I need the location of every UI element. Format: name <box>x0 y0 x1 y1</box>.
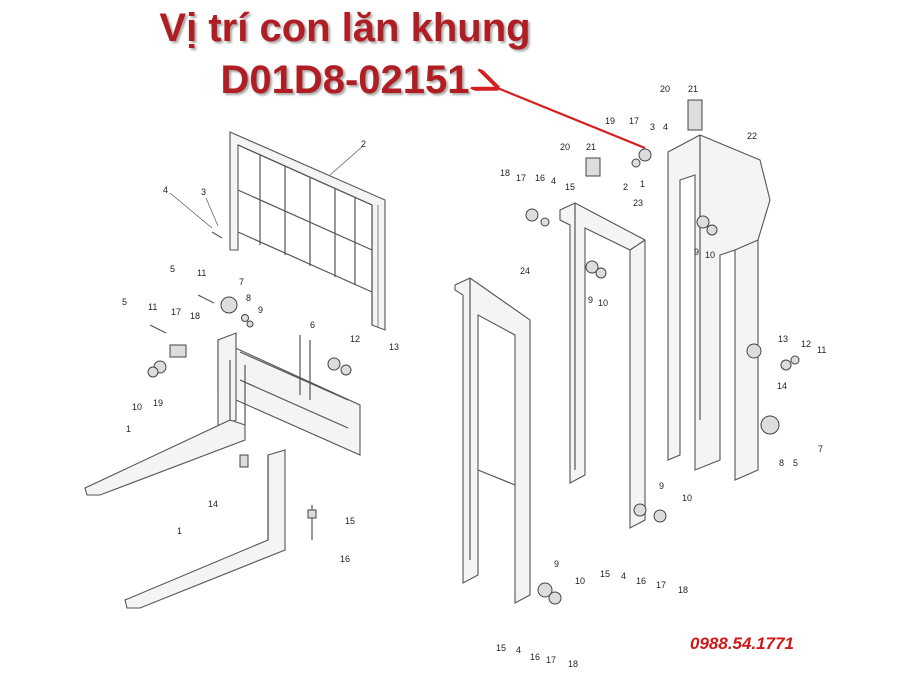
label-17c: 17 <box>516 173 526 183</box>
label-5a: 5 <box>170 264 175 274</box>
label-12: 12 <box>350 334 360 344</box>
label-3: 3 <box>201 187 206 197</box>
diagram-title: Vị trí con lăn khung <box>159 6 531 50</box>
label-7: 7 <box>239 277 244 287</box>
label-4e: 4 <box>516 645 521 655</box>
fork-upper <box>84 360 246 496</box>
label-4b: 4 <box>663 122 668 132</box>
label-9e: 9 <box>554 559 559 569</box>
label-16a: 16 <box>340 554 350 564</box>
callout-labels: 2 4 3 5 11 7 8 9 5 11 17 18 6 12 13 10 1… <box>122 84 826 669</box>
label-16d: 16 <box>530 652 540 662</box>
label-22: 22 <box>747 131 757 141</box>
label-1c: 1 <box>640 179 645 189</box>
inner-mast-24 <box>454 277 562 605</box>
label-16b: 16 <box>535 173 545 183</box>
label-21a: 21 <box>688 84 698 94</box>
left-hardware <box>147 231 352 540</box>
label-10c: 10 <box>598 298 608 308</box>
label-11b: 11 <box>148 302 157 312</box>
label-17e: 17 <box>546 655 556 665</box>
label-2b: 2 <box>623 182 628 192</box>
top-roller-hardware <box>525 99 800 371</box>
label-15d: 15 <box>496 643 506 653</box>
label-18b: 18 <box>500 168 510 178</box>
fork-lower <box>124 449 286 609</box>
label-3b: 3 <box>650 122 655 132</box>
label-9c: 9 <box>588 295 593 305</box>
part-number: D01D8-02151 <box>220 58 470 102</box>
label-9a: 9 <box>258 305 263 315</box>
label-8: 8 <box>246 293 251 303</box>
label-7b: 7 <box>818 444 823 454</box>
label-5c: 5 <box>793 458 798 468</box>
label-20a: 20 <box>660 84 670 94</box>
label-4c: 4 <box>551 176 556 186</box>
phone-number: 0988.54.1771 <box>690 634 794 653</box>
label-24: 24 <box>520 266 530 276</box>
label-17b: 17 <box>629 116 639 126</box>
label-17d: 17 <box>656 580 666 590</box>
label-23: 23 <box>633 198 643 208</box>
label-4d: 4 <box>621 571 626 581</box>
label-19a: 19 <box>153 398 163 408</box>
label-10d: 10 <box>682 493 692 503</box>
label-1b: 1 <box>177 526 182 536</box>
label-9d: 9 <box>659 481 664 491</box>
backrest-frame <box>229 131 386 331</box>
label-18: 18 <box>190 311 200 321</box>
label-13: 13 <box>389 342 399 352</box>
outer-mast-22 <box>667 134 780 481</box>
label-20b: 20 <box>560 142 570 152</box>
label-8b: 8 <box>779 458 784 468</box>
pointer-arrow <box>495 87 646 150</box>
middle-mast-23 <box>559 202 667 529</box>
label-4: 4 <box>163 185 168 195</box>
label-11a: 11 <box>197 268 206 278</box>
label-15c: 15 <box>600 569 610 579</box>
label-10a: 10 <box>132 402 142 412</box>
label-2: 2 <box>361 139 366 149</box>
label-18c: 18 <box>678 585 688 595</box>
label-10b: 10 <box>705 250 715 260</box>
label-16c: 16 <box>636 576 646 586</box>
label-17: 17 <box>171 307 181 317</box>
label-15a: 15 <box>345 516 355 526</box>
label-13b: 13 <box>778 334 788 344</box>
label-19b: 19 <box>605 116 615 126</box>
label-10e: 10 <box>575 576 585 586</box>
label-14: 14 <box>208 499 218 509</box>
label-1a: 1 <box>126 424 131 434</box>
label-15b: 15 <box>565 182 575 192</box>
label-21b: 21 <box>586 142 596 152</box>
label-18d: 18 <box>568 659 578 669</box>
label-9b: 9 <box>694 247 699 257</box>
label-11c: 11 <box>817 345 826 355</box>
label-5b: 5 <box>122 297 127 307</box>
label-14b: 14 <box>777 381 787 391</box>
fork-carriage <box>217 332 361 456</box>
label-6: 6 <box>310 320 315 330</box>
label-12b: 12 <box>801 339 811 349</box>
